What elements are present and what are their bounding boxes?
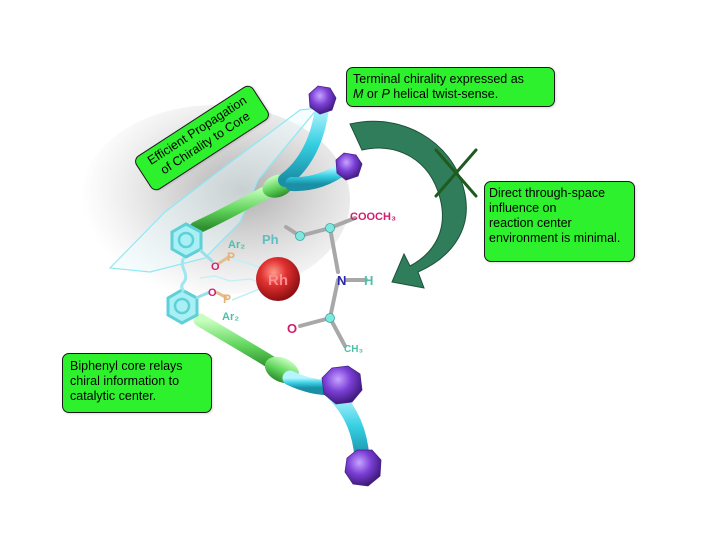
callout-terminal-chirality: Terminal chirality expressed as M or P h… [346, 67, 555, 107]
substrate-backbone [284, 216, 368, 348]
curved-arrow [349, 120, 467, 289]
phenyl-label: Ph [262, 232, 279, 247]
rh-label: Rh [268, 272, 288, 289]
callout-direct-line1: Direct through-space [489, 186, 606, 200]
callout-core-line2: chiral information to [70, 374, 180, 388]
callout-terminal-or: or [363, 87, 382, 101]
callout-core-line3: catalytic center. [70, 389, 157, 403]
lower-cyan-tube-2 [327, 387, 370, 466]
substrate-atoms [295, 223, 335, 323]
aryl-bottom-label: Ar₂ [222, 311, 239, 323]
ether-o-bottom-label: O [208, 287, 217, 299]
callout-direct-line2: influence on [489, 201, 557, 215]
upper-purple-ball-1 [308, 85, 337, 115]
upper-cyan-tube-1 [278, 101, 329, 187]
callout-direct-influence: Direct through-space influence on reacti… [484, 181, 635, 262]
lower-purple-ball-1 [321, 365, 363, 405]
callout-terminal-line2: M or P helical twist-sense. [353, 87, 548, 102]
aryl-top-label: Ar₂ [228, 239, 245, 251]
upper-purple-ball-2 [335, 152, 363, 181]
helix-p-label: P [381, 87, 390, 101]
callout-terminal-tail: helical twist-sense. [389, 87, 499, 101]
callout-direct-line3: reaction center [489, 216, 572, 230]
p-bottom-label: P [223, 292, 231, 306]
upper-phenyl-ring [170, 222, 203, 259]
biaryl-bond [180, 257, 188, 292]
methyl-label: CH₃ [344, 344, 363, 355]
bond-o-p-top [217, 254, 231, 266]
rh-sphere [256, 257, 300, 301]
highlight-outline [108, 107, 320, 273]
bond-ring-o-top [198, 248, 215, 264]
lower-purple-ball-2 [344, 449, 382, 487]
oxygen-label: O [287, 321, 297, 336]
callout-terminal-line1: Terminal chirality expressed as [353, 72, 524, 86]
p-rh-line-bottom [231, 287, 263, 301]
callout-direct-line4: environment is minimal. [489, 231, 621, 245]
bond-o-p-bottom [215, 290, 228, 300]
ester-label: COOCH₃ [350, 211, 396, 223]
ether-o-top-label: O [211, 261, 220, 273]
nitrogen-label: N [337, 273, 346, 288]
p-rh-wiggle [199, 275, 263, 284]
helix-m-label: M [353, 87, 364, 101]
callout-core-line1: Biphenyl core relays [70, 359, 183, 373]
bond-ring-o-bottom [195, 290, 211, 300]
hydrogen-label: H [364, 273, 373, 288]
lower-phenyl-ring [166, 288, 199, 325]
blocked-cross-icon [434, 148, 478, 198]
p-top-label: P [227, 250, 235, 264]
callout-biphenyl-core: Biphenyl core relays chiral information … [62, 353, 212, 413]
